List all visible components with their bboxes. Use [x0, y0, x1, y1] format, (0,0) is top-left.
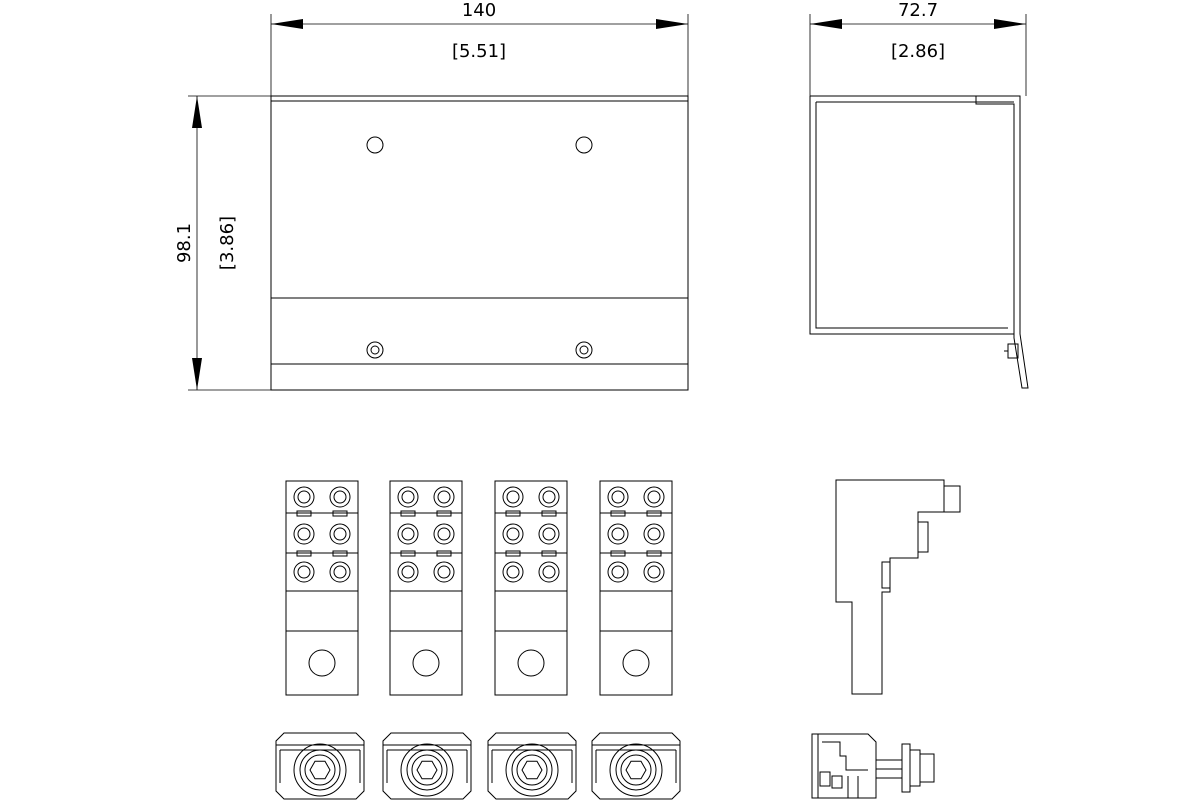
front-view-cover — [270, 95, 689, 391]
mounting-hole — [366, 136, 384, 154]
terminal-lug — [382, 732, 472, 800]
dimension-side-depth: 72.7 [2.86] — [809, 0, 1027, 96]
fixing-screw — [575, 341, 593, 359]
side-view-cover — [809, 95, 1029, 389]
dimension-label-front-height-mm: 98.1 — [174, 223, 195, 263]
terminal-block — [285, 480, 359, 696]
terminal-side-tab — [943, 485, 961, 513]
dimension-label-front-width-in: [5.51] — [452, 41, 506, 62]
terminal-block — [494, 480, 568, 696]
terminal-lug-side-view — [811, 733, 935, 799]
terminal-lug — [591, 732, 681, 800]
dimension-front-width: 140 [5.51] — [270, 0, 689, 96]
fixing-screw — [366, 341, 384, 359]
terminal-side-tab — [881, 561, 891, 589]
terminal-lug — [275, 732, 365, 800]
terminal-block — [599, 480, 673, 696]
terminal-side-tab — [917, 521, 929, 553]
dimension-label-side-depth-mm: 72.7 — [898, 0, 938, 21]
dimension-label-front-width-mm: 140 — [462, 0, 496, 21]
dimension-label-front-height-in: [3.86] — [217, 216, 238, 270]
terminal-block — [389, 480, 463, 696]
dimension-label-side-depth-in: [2.86] — [891, 41, 945, 62]
dimension-front-height: 98.1 [3.86] — [174, 95, 271, 391]
terminal-lug — [487, 732, 577, 800]
mounting-hole — [575, 136, 593, 154]
